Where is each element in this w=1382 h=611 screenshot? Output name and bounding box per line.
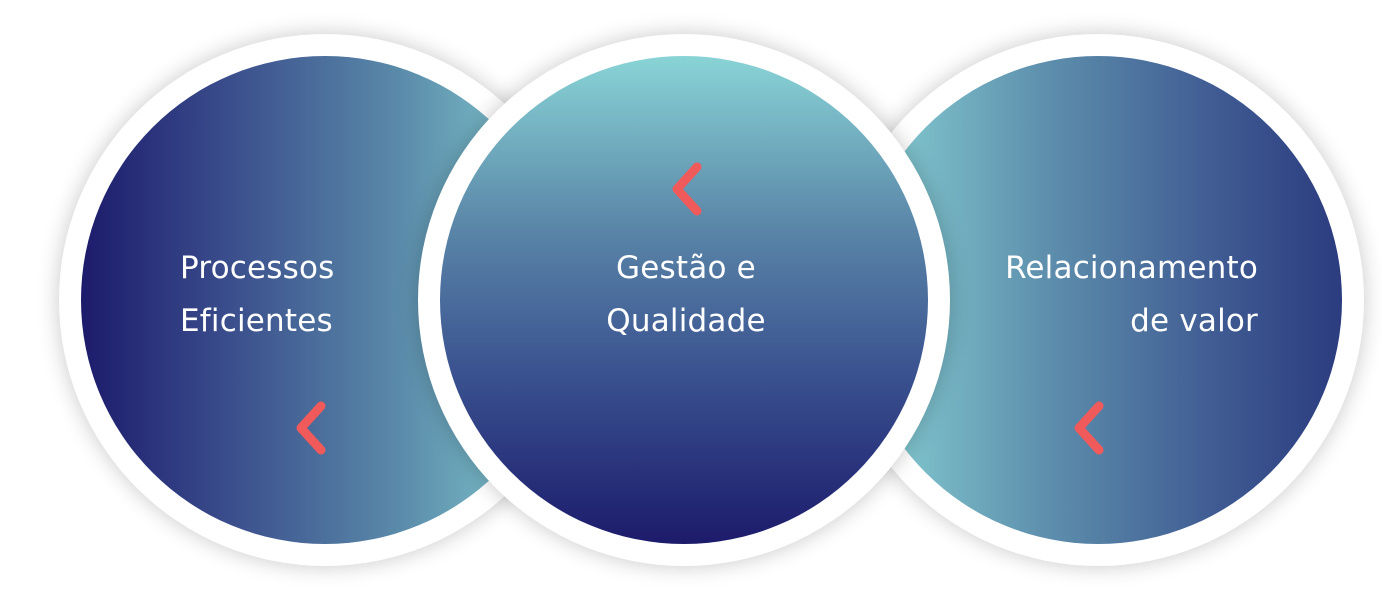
- chevron-left-icon: [672, 162, 702, 216]
- circle-left-label: Processos Eficientes: [180, 242, 335, 348]
- circle-gestao-e-qualidade: [440, 56, 928, 544]
- circle-right-label-line-1: Relacionamento: [1005, 250, 1258, 286]
- chevron-left-icon: [1074, 401, 1104, 455]
- circle-left-label-line-2: Eficientes: [180, 303, 333, 339]
- circle-center-label-line-1: Gestão e: [616, 250, 756, 286]
- chevron-left-icon: [296, 401, 326, 455]
- circle-right-label-line-2: de valor: [1130, 303, 1258, 339]
- circle-center-label: Gestão e Qualidade: [606, 242, 766, 348]
- circle-center-label-line-2: Qualidade: [606, 303, 766, 339]
- circle-right-label: Relacionamento de valor: [1005, 242, 1258, 348]
- circle-left-label-line-1: Processos: [180, 250, 335, 286]
